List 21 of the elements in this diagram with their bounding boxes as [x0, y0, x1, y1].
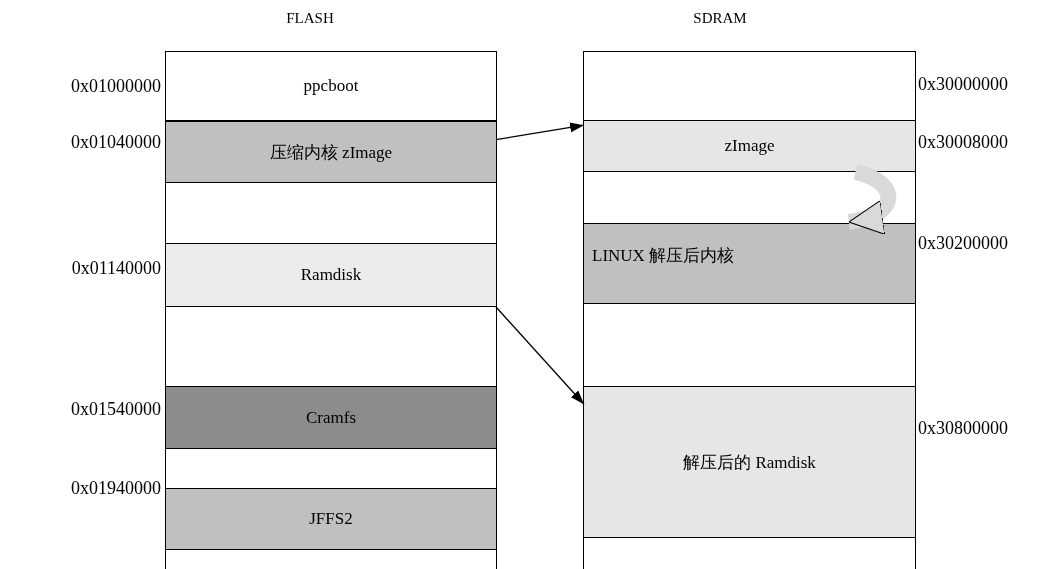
- address-label: 0x30800000: [918, 418, 1008, 439]
- address-label: 0x01140000: [71, 258, 161, 279]
- address-label: 0x01000000: [71, 76, 161, 97]
- memory-region: Ramdisk: [166, 243, 496, 307]
- address-label: 0x30000000: [918, 74, 1008, 95]
- memory-region: Cramfs: [166, 386, 496, 449]
- address-label: 0x01940000: [71, 478, 161, 499]
- memory-region: JFFS2: [166, 488, 496, 550]
- memory-region: 解压后的 Ramdisk: [584, 386, 915, 538]
- address-label: 0x01540000: [71, 399, 161, 420]
- curved-block-arrow: [847, 164, 897, 233]
- memory-region: 压缩内核 zImage: [166, 121, 496, 183]
- address-label: 0x30008000: [918, 132, 1008, 153]
- column-heading: SDRAM: [693, 10, 747, 27]
- arrow: [495, 306, 585, 405]
- column-heading: FLASH: [286, 10, 334, 27]
- memory-region: zImage: [584, 120, 915, 172]
- address-label: 0x01040000: [71, 132, 161, 153]
- arrow: [495, 122, 585, 141]
- address-label: 0x30200000: [918, 233, 1008, 254]
- memory-region: LINUX 解压后内核: [584, 223, 915, 304]
